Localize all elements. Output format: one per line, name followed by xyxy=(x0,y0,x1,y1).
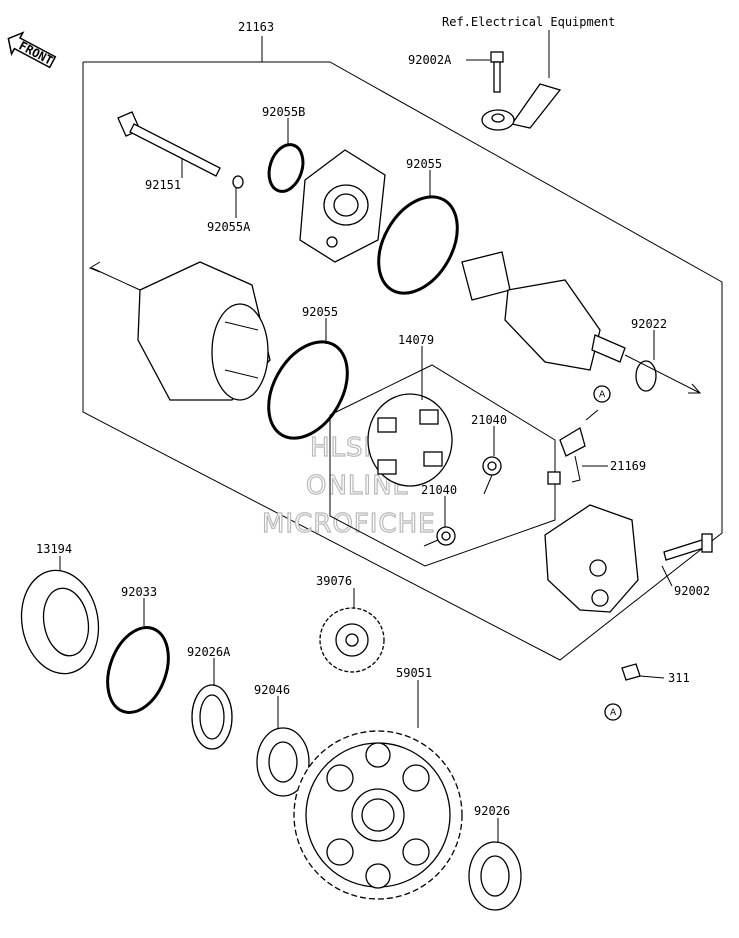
part-label-21040-upper: 21040 xyxy=(471,413,507,427)
part-label-92026: 92026 xyxy=(474,804,510,818)
part-label-92151: 92151 xyxy=(145,178,181,192)
part-label-311: 311 xyxy=(668,671,690,685)
axis-arrowhead-right xyxy=(688,383,702,394)
part-label-92022: 92022 xyxy=(631,317,667,331)
key-311 xyxy=(621,663,641,681)
idle-gear-39076 xyxy=(319,607,385,673)
part-label-14079: 14079 xyxy=(398,333,434,347)
armature xyxy=(461,251,626,371)
part-label-21163: 21163 xyxy=(238,20,274,34)
part-label-92002: 92002 xyxy=(674,584,710,598)
through-bolt-92151 xyxy=(117,111,221,177)
part-label-92026A: 92026A xyxy=(187,645,231,659)
part-label-92055A: 92055A xyxy=(207,220,251,234)
callout-a-lower xyxy=(604,703,622,721)
callout-a-upper-text: A xyxy=(599,390,606,400)
axis-arrowhead-left xyxy=(88,261,101,273)
brush-holder-14079 xyxy=(367,393,453,487)
bolt-92002 xyxy=(663,533,713,561)
washer-92026 xyxy=(468,841,522,911)
brush-holder-box xyxy=(329,364,556,567)
circlip-92033 xyxy=(106,626,170,714)
rear-cover xyxy=(544,504,639,613)
part-label-21169: 21169 xyxy=(610,459,646,473)
front-cover xyxy=(299,149,386,263)
callout-a-upper xyxy=(593,385,611,403)
front-badge-text: FRONT xyxy=(17,39,55,68)
callout-a-lower-text: A xyxy=(610,708,617,718)
brush-lead-21169 xyxy=(547,409,599,485)
brush-spring-21040-upper xyxy=(482,456,502,495)
assembly-outline xyxy=(82,61,723,661)
oring-92055B xyxy=(267,143,305,193)
brush-spring-21040-lower xyxy=(423,526,456,547)
motor-yoke xyxy=(137,261,271,401)
front-arrow-badge: FRONT xyxy=(7,31,57,69)
one-way-clutch-13194 xyxy=(20,569,100,675)
part-label-92046: 92046 xyxy=(254,683,290,697)
washer-92026A xyxy=(191,684,233,750)
part-label-92033: 92033 xyxy=(121,585,157,599)
oring-92055-lower xyxy=(267,340,349,440)
part-label-39076: 39076 xyxy=(316,574,352,588)
oring-92055-upper xyxy=(377,195,459,295)
axis-line-right xyxy=(624,354,701,394)
part-label-21040-lower: 21040 xyxy=(421,483,457,497)
part-label-92055-upper: 92055 xyxy=(406,157,442,171)
part-label-92055B: 92055B xyxy=(262,105,305,119)
oring-92055A xyxy=(232,175,244,189)
watermark-line-3: MICROFICHE xyxy=(262,509,436,539)
starter-gear-59051 xyxy=(293,730,463,900)
battery-cable xyxy=(481,83,562,131)
ref-electrical-note: Ref.Electrical Equipment xyxy=(442,15,615,29)
part-label-92002A: 92002A xyxy=(408,53,452,67)
part-label-92055-lower: 92055 xyxy=(302,305,338,319)
part-label-13194: 13194 xyxy=(36,542,72,556)
bolt-92002A xyxy=(490,51,504,93)
needle-bearing-92046 xyxy=(256,727,310,797)
leader-lines xyxy=(59,36,673,842)
part-label-59051: 59051 xyxy=(396,666,432,680)
